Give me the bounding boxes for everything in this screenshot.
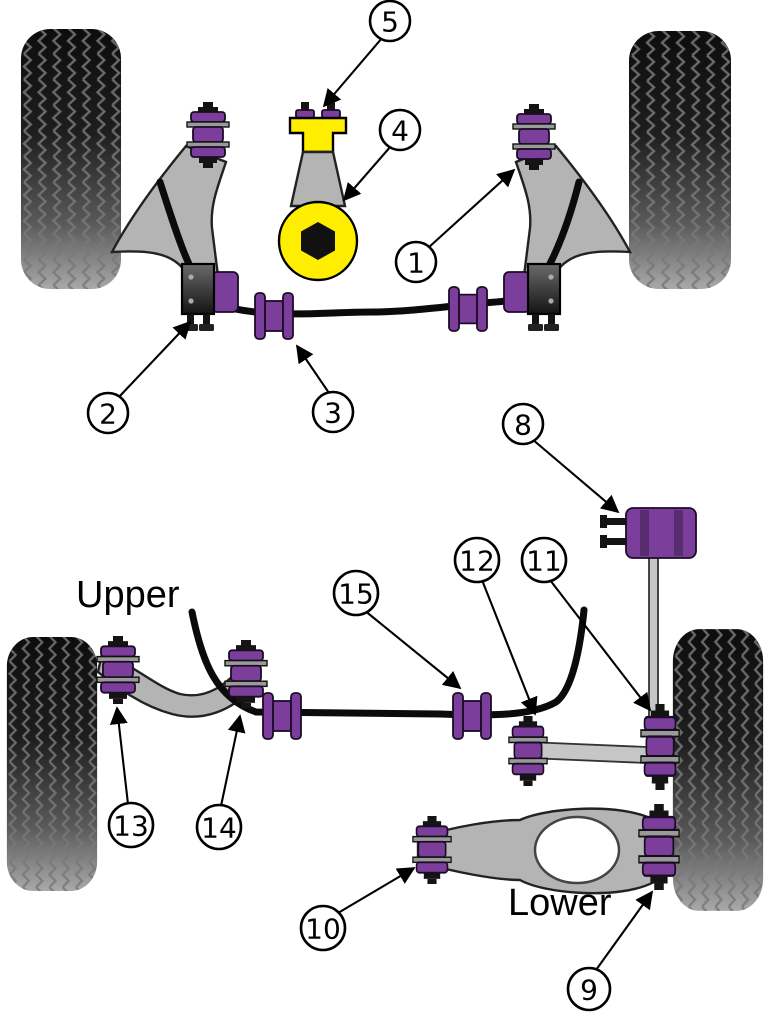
svg-text:1: 1 [407,247,425,280]
callout-13-arrow [109,706,130,805]
rear-arb-bushing-left [262,692,302,740]
callout-13: 13 [107,801,155,849]
callout-5-arrow [322,37,383,108]
rear-anti-roll-bar [188,606,588,719]
rear-right-tire [672,629,764,911]
callout-10-arrow [337,867,416,914]
svg-text:2: 2 [99,398,117,431]
callout-4: 4 [378,108,422,152]
callout-12: 12 [453,536,501,584]
callout-15: 15 [332,569,380,617]
rear-top-mount-bushing [600,507,697,559]
rear-toe-link-bushing-inner [508,716,548,786]
callout-2: 2 [86,391,130,435]
rear-left-tire [6,636,98,892]
front-suspension-section [20,28,731,340]
rear-lower-arm-bushing-inner [412,816,452,884]
svg-text:4: 4 [391,115,409,148]
callout-4-arrow [342,145,392,202]
callout-10: 10 [299,904,347,952]
svg-text:3: 3 [324,397,342,430]
callout-5: 5 [368,0,412,43]
callout-14-arrow [219,714,246,807]
rear-suspension-section: Upper Lower [6,507,764,924]
callout-14: 14 [195,803,243,851]
svg-text:8: 8 [514,409,532,442]
svg-text:9: 9 [580,974,598,1007]
callout-9-arrow [595,890,654,971]
callout-1-arrow [427,168,516,249]
callout-1: 1 [394,240,438,284]
callout-11-arrow [549,579,652,712]
engine-mount [277,150,359,282]
callout-8: 8 [501,402,545,446]
lower-arm-spring-hole [533,815,621,885]
callout-9: 9 [566,966,612,1012]
front-arb-bushing-right [448,286,488,332]
callout-3: 3 [311,390,355,434]
front-left-arb-clamp [180,262,240,333]
front-left-tire [20,28,122,290]
callout-arrows [109,37,654,971]
callouts: 5 4 1 2 3 8 12 11 [86,0,612,1012]
rear-arb-bushing-right [452,692,492,740]
callout-12-arrow [481,579,538,716]
svg-text:10: 10 [305,913,341,946]
front-right-tire [629,30,731,290]
front-arb-bushing-left [254,292,294,340]
rear-lower-arm [416,807,656,895]
callout-11: 11 [520,536,568,584]
callout-2-arrow [117,320,192,399]
svg-text:5: 5 [381,6,399,39]
svg-text:15: 15 [338,578,374,611]
svg-text:11: 11 [526,545,562,578]
callout-3-arrow [295,344,330,394]
callout-15-arrow [363,609,462,690]
lower-arm-label: Lower [508,882,612,924]
engine-mount-bracket [288,102,348,154]
svg-text:12: 12 [459,545,495,578]
svg-text:13: 13 [113,810,149,843]
callout-8-arrow [531,438,620,514]
front-right-arb-clamp [502,262,562,333]
upper-arm-label: Upper [76,574,180,616]
svg-text:14: 14 [201,812,237,845]
